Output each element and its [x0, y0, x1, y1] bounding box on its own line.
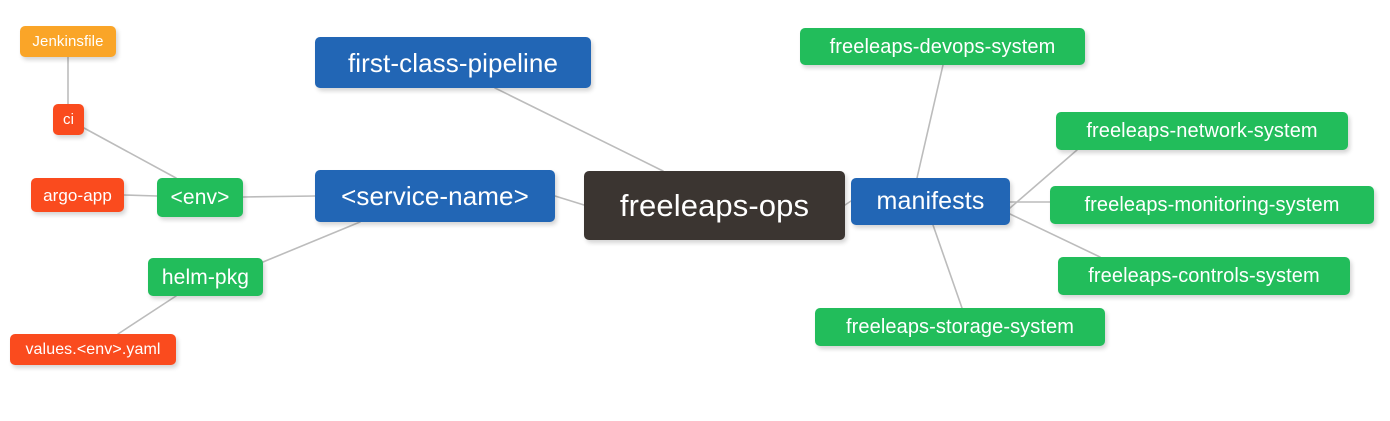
node-label-first-class-pipeline: first-class-pipeline [347, 47, 559, 78]
node-jenkinsfile[interactable]: Jenkinsfile [20, 26, 116, 57]
node-label-freeleaps-devops-system: freeleaps-devops-system [829, 35, 1056, 58]
node-freeleaps-monitoring-system[interactable]: freeleaps-monitoring-system [1050, 186, 1374, 224]
node-label-freeleaps-ops: freeleaps-ops [619, 188, 810, 223]
node-argo-app[interactable]: argo-app [31, 178, 124, 212]
edge-service-name-to-env [242, 195, 316, 198]
edge-manifests-to-freeleaps-devops-system [916, 64, 944, 179]
edge-freeleaps-ops-to-first-class-pipeline [494, 87, 664, 172]
node-label-freeleaps-storage-system: freeleaps-storage-system [845, 316, 1075, 338]
node-label-helm-pkg: helm-pkg [161, 265, 250, 289]
node-freeleaps-ops[interactable]: freeleaps-ops [584, 171, 845, 240]
node-freeleaps-storage-system[interactable]: freeleaps-storage-system [815, 308, 1105, 346]
node-label-env: <env> [170, 186, 230, 209]
edge-service-name-to-helm-pkg [262, 221, 361, 263]
edge-env-to-argo-app [123, 194, 158, 197]
edge-helm-pkg-to-values-env-yaml [117, 295, 177, 335]
node-label-ci: ci [62, 111, 75, 128]
node-label-argo-app: argo-app [43, 185, 112, 205]
node-manifests[interactable]: manifests [851, 178, 1010, 225]
node-label-jenkinsfile: Jenkinsfile [32, 33, 104, 50]
edge-manifests-to-freeleaps-storage-system [932, 224, 963, 309]
node-ci[interactable]: ci [53, 104, 84, 135]
node-label-values-env-yaml: values.<env>.yaml [25, 340, 161, 358]
node-freeleaps-devops-system[interactable]: freeleaps-devops-system [800, 28, 1085, 65]
node-env[interactable]: <env> [157, 178, 243, 217]
node-label-freeleaps-monitoring-system: freeleaps-monitoring-system [1084, 194, 1340, 216]
edge-env-to-ci [83, 127, 177, 179]
node-label-freeleaps-controls-system: freeleaps-controls-system [1088, 265, 1320, 287]
node-label-manifests: manifests [876, 187, 985, 215]
node-service-name[interactable]: <service-name> [315, 170, 555, 222]
node-first-class-pipeline[interactable]: first-class-pipeline [315, 37, 591, 88]
node-values-env-yaml[interactable]: values.<env>.yaml [10, 334, 176, 365]
node-freeleaps-network-system[interactable]: freeleaps-network-system [1056, 112, 1348, 150]
edge-freeleaps-ops-to-service-name [554, 195, 585, 206]
node-label-freeleaps-network-system: freeleaps-network-system [1086, 120, 1318, 142]
node-label-service-name: <service-name> [341, 181, 529, 211]
node-helm-pkg[interactable]: helm-pkg [148, 258, 263, 296]
node-freeleaps-controls-system[interactable]: freeleaps-controls-system [1058, 257, 1350, 295]
